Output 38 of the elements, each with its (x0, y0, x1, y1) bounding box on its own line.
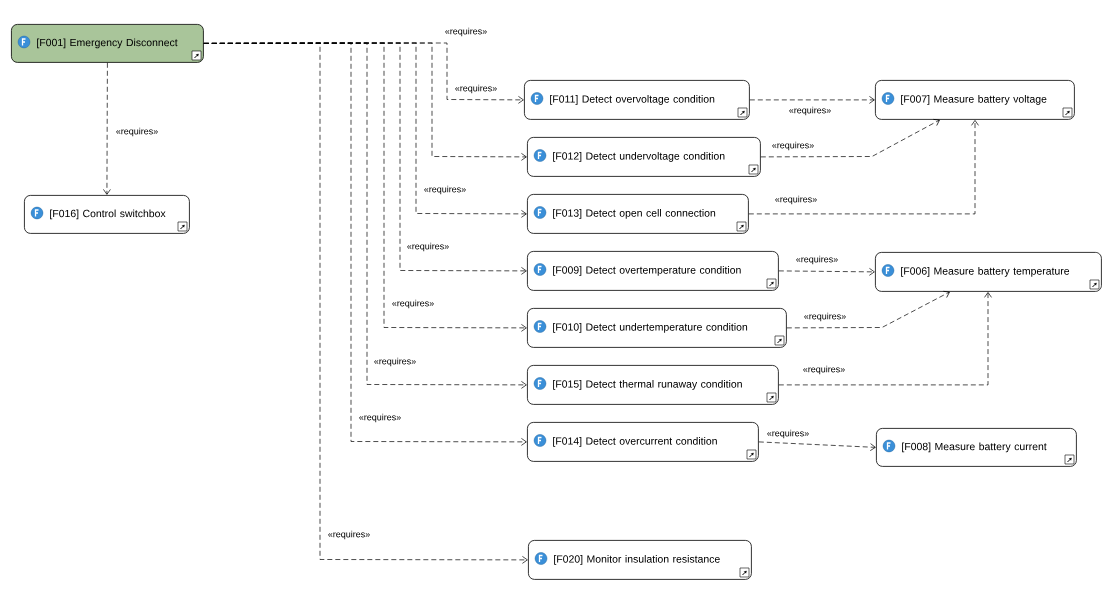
edge-label: «requires» (773, 194, 819, 206)
edge-label: «requires» (802, 311, 848, 323)
dependency-arrow (103, 62, 111, 195)
edge-label: «requires» (372, 356, 418, 368)
function-box: [F015] Detect thermal runaway condition (527, 365, 779, 405)
function-box: [F012] Detect undervoltage condition (527, 137, 761, 177)
edge-label: «requires» (390, 298, 436, 310)
edge-label: «requires» (443, 26, 489, 38)
function-box: [F010] Detect undertemperature condition (527, 308, 787, 348)
edge-label: «requires» (114, 126, 160, 138)
edge-label: «requires» (405, 241, 451, 253)
edge-label: «requires» (453, 83, 499, 95)
function-box: [F009] Detect overtemperature condition (527, 251, 779, 291)
dependency-arrow (748, 120, 979, 215)
edge-label: «requires» (326, 529, 372, 541)
function-box: [F020] Monitor insulation resistance (528, 540, 752, 580)
function-box: [F014] Detect overcurrent condition (527, 422, 759, 462)
edge-label: «requires» (357, 412, 403, 424)
dependency-arrow (758, 441, 876, 451)
edge-label: «requires» (770, 140, 816, 152)
function-box: [F006] Measure battery temperature (875, 252, 1102, 292)
function-box: [F011] Detect overvoltage condition (524, 80, 750, 120)
dependency-arrow (749, 96, 875, 104)
dependency-arrow (786, 290, 950, 329)
edge-label: «requires» (801, 364, 847, 376)
dependency-arrow (760, 119, 940, 158)
function-box: [F016] Control switchbox (24, 195, 190, 234)
edge-label: «requires» (787, 105, 833, 117)
function-box: [F001] Emergency Disconnect (11, 24, 204, 63)
dependency-arrow (778, 292, 992, 386)
function-box: [F008] Measure battery current (876, 428, 1077, 467)
dependency-arrow (203, 42, 528, 564)
function-box: [F007] Measure battery voltage (875, 80, 1075, 120)
edge-label: «requires» (794, 254, 840, 266)
edge-label: «requires» (422, 184, 468, 196)
function-box: [F013] Detect open cell connection (527, 194, 749, 234)
edge-label: «requires» (765, 428, 811, 440)
dependency-arrow (778, 268, 875, 276)
